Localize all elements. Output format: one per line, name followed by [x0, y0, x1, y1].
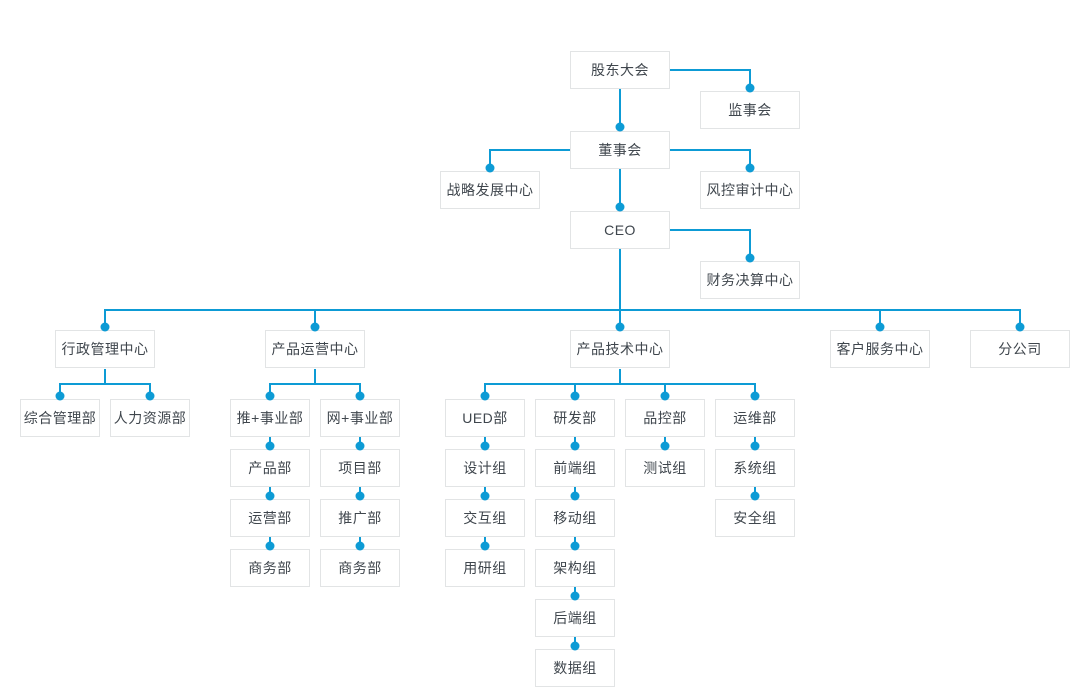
org-node-strategy-development-center: 战略发展中心: [440, 171, 540, 209]
org-node-operations-dept: 运营部: [230, 499, 310, 537]
org-node-design-group: 设计组: [445, 449, 525, 487]
org-node-business-dept-right: 商务部: [320, 549, 400, 587]
org-node-product-dept: 产品部: [230, 449, 310, 487]
org-node-branch-company: 分公司: [970, 330, 1070, 368]
org-node-frontend-group: 前端组: [535, 449, 615, 487]
org-node-data-group: 数据组: [535, 649, 615, 687]
org-node-supervisory-board: 监事会: [700, 91, 800, 129]
org-node-user-research-group: 用研组: [445, 549, 525, 587]
org-node-mobile-group: 移动组: [535, 499, 615, 537]
org-node-risk-audit-center: 风控审计中心: [700, 171, 800, 209]
org-node-system-group: 系统组: [715, 449, 795, 487]
org-node-finance-settlement-center: 财务决算中心: [700, 261, 800, 299]
org-node-hr-dept: 人力资源部: [110, 399, 190, 437]
org-node-promotion-dept: 推广部: [320, 499, 400, 537]
org-node-board-of-directors: 董事会: [570, 131, 670, 169]
org-node-general-management-dept: 综合管理部: [20, 399, 100, 437]
org-node-tui-plus-business-unit: 推+事业部: [230, 399, 310, 437]
org-node-project-dept: 项目部: [320, 449, 400, 487]
org-node-business-dept-left: 商务部: [230, 549, 310, 587]
org-node-qc-dept: 品控部: [625, 399, 705, 437]
org-node-interaction-group: 交互组: [445, 499, 525, 537]
org-node-ued-dept: UED部: [445, 399, 525, 437]
org-node-shareholders-meeting: 股东大会: [570, 51, 670, 89]
org-node-wang-plus-business-unit: 网+事业部: [320, 399, 400, 437]
org-node-product-operations-center: 产品运营中心: [265, 330, 365, 368]
org-node-ops-dept: 运维部: [715, 399, 795, 437]
org-node-ceo: CEO: [570, 211, 670, 249]
org-node-backend-group: 后端组: [535, 599, 615, 637]
org-node-security-group: 安全组: [715, 499, 795, 537]
org-node-product-technology-center: 产品技术中心: [570, 330, 670, 368]
org-node-rd-dept: 研发部: [535, 399, 615, 437]
org-node-customer-service-center: 客户服务中心: [830, 330, 930, 368]
org-node-testing-group: 测试组: [625, 449, 705, 487]
org-node-admin-management-center: 行政管理中心: [55, 330, 155, 368]
org-node-architecture-group: 架构组: [535, 549, 615, 587]
